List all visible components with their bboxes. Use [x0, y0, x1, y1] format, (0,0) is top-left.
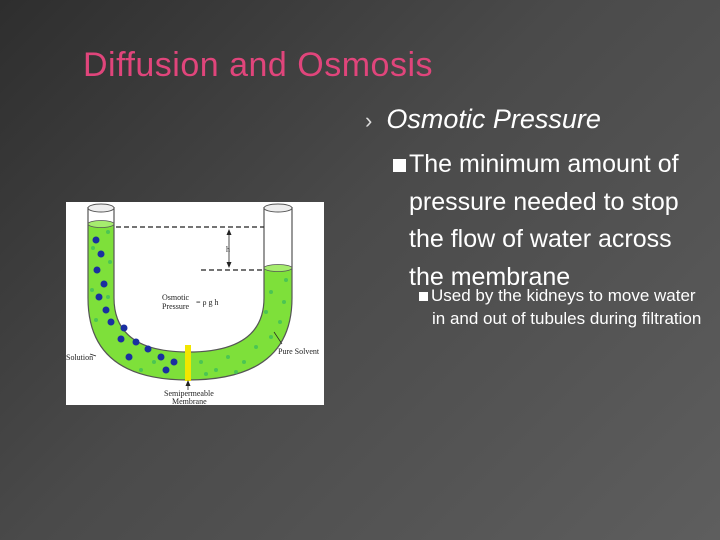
osmosis-u-tube-diagram: h Osmotic Pressure = ρ g h Solution Pure… [66, 202, 324, 405]
bullet-osmotic-pressure: › Osmotic Pressure [365, 104, 601, 135]
membrane-bar [185, 345, 191, 381]
osmotic-label: Osmotic [162, 293, 190, 302]
chevron-right-icon: › [365, 108, 373, 133]
semipermeable-label: Semipermeable [164, 389, 214, 398]
solution-pointer [89, 353, 97, 357]
membrane-label: Membrane [172, 397, 207, 405]
pure-solvent-pointer [273, 331, 283, 345]
tube-inner-wall [113, 207, 265, 353]
bullet-kidneys: Used by the kidneys to move water in and… [419, 285, 709, 331]
liquid-fill [88, 224, 292, 380]
bullet-level2-text: The minimum amount of pressure needed to… [409, 150, 679, 291]
solution-label: Solution [66, 353, 93, 362]
bullet-definition: The minimum amount of pressure needed to… [393, 146, 703, 296]
slide-title: Diffusion and Osmosis [83, 46, 434, 84]
square-bullet-icon [419, 292, 428, 301]
right-liquid-surface [263, 264, 293, 272]
height-arrow-head-up [226, 229, 232, 235]
height-label: h [226, 245, 230, 254]
pressure-formula: = ρ g h [196, 298, 219, 307]
right-tube-opening [263, 203, 293, 213]
bullet-level3-text: Used by the kidneys to move water in and… [431, 286, 702, 328]
u-tube-illustration: h Osmotic Pressure = ρ g h Solution Pure… [66, 203, 320, 405]
height-arrow-head-down [226, 262, 232, 268]
bullet-level1-text: Osmotic Pressure [386, 104, 601, 134]
pressure-label: Pressure [162, 302, 190, 311]
solvent-particles [90, 230, 288, 376]
solute-particles [92, 236, 178, 374]
left-liquid-surface [87, 220, 115, 228]
membrane-arrow-head [185, 380, 191, 386]
pure-solvent-label: Pure Solvent [278, 347, 320, 356]
left-tube-opening [87, 203, 115, 213]
square-bullet-icon [393, 159, 406, 172]
